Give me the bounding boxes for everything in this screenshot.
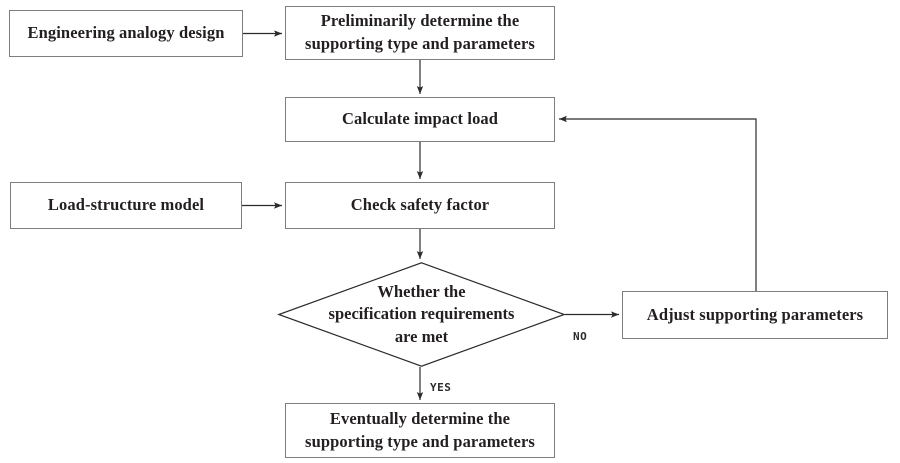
edge-adjust-feedback-to-calculate <box>559 115 757 291</box>
node-label: Load-structure model <box>47 195 205 215</box>
diamond-shape <box>277 262 566 367</box>
edge-label-no: NO <box>573 330 588 343</box>
node-preliminarily-determine[interactable]: Preliminarily determine the supporting t… <box>285 6 555 60</box>
node-label: Calculate impact load <box>341 109 499 129</box>
node-label: Adjust supporting parameters <box>646 304 864 324</box>
node-label: Check safety factor <box>350 195 490 215</box>
node-label: Engineering analogy design <box>27 23 225 43</box>
node-label: Eventually determine the supporting type… <box>305 408 535 451</box>
node-eventually-determine[interactable]: Eventually determine the supporting type… <box>285 403 555 458</box>
node-label: Preliminarily determine the supporting t… <box>305 11 535 53</box>
node-calculate-impact-load[interactable]: Calculate impact load <box>285 97 555 142</box>
node-check-safety-factor[interactable]: Check safety factor <box>285 182 555 229</box>
edge-label-yes: YES <box>430 381 452 394</box>
node-adjust-supporting-parameters[interactable]: Adjust supporting parameters <box>622 291 888 339</box>
node-load-structure-model[interactable]: Load-structure model <box>10 182 242 229</box>
node-whether-specification-met[interactable]: Whether the specification requirements a… <box>277 262 566 367</box>
node-engineering-analogy-design[interactable]: Engineering analogy design <box>9 10 243 57</box>
